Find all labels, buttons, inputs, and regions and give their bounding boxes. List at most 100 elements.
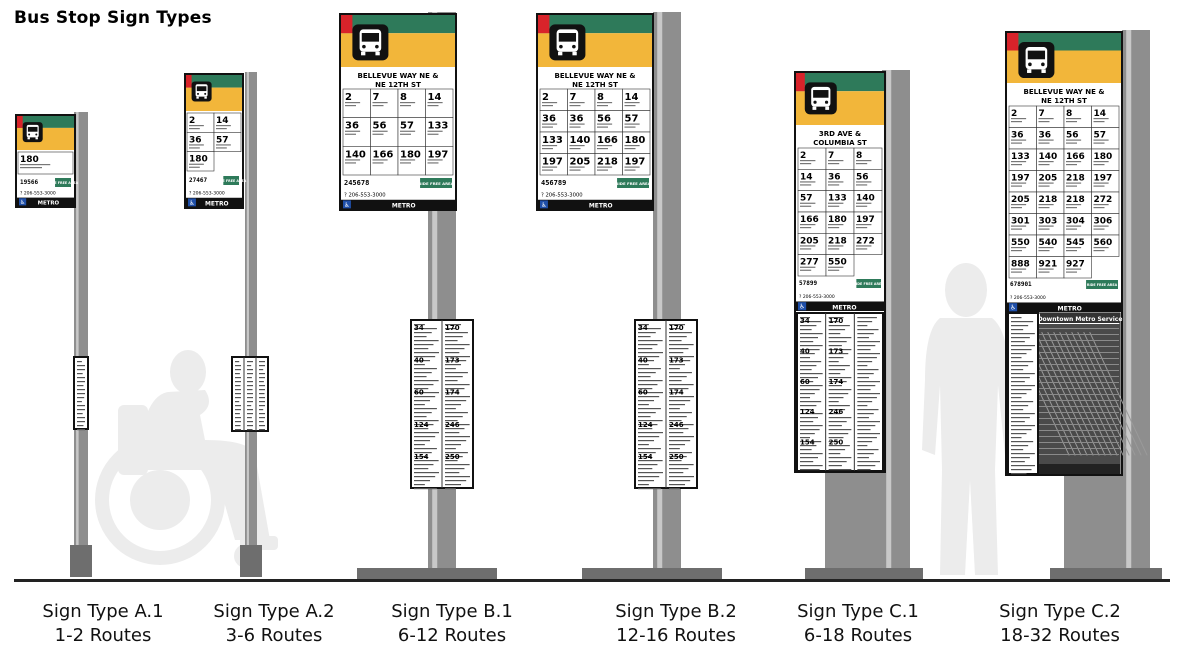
timetable-line [414, 416, 427, 418]
route-destination-line [427, 133, 439, 135]
timetable-line [669, 364, 686, 366]
route-number: 277 [800, 258, 819, 268]
route-number: 545 [1066, 238, 1085, 248]
timetable-line [828, 397, 844, 399]
timetable-line [638, 360, 655, 362]
free-area-text: RIDE FREE AREA [854, 282, 885, 286]
route-number: 218 [1066, 195, 1085, 205]
timetable-line [1011, 461, 1025, 463]
route-destination-line [856, 205, 868, 207]
timetable-line [1011, 325, 1029, 327]
ground-line [14, 579, 1170, 582]
route-destination-line [1038, 139, 1054, 141]
timetable-line [445, 332, 468, 334]
route-destination-line [828, 184, 840, 186]
timetable-line [414, 428, 429, 430]
timetable-panel [73, 356, 89, 431]
timetable-line [445, 348, 465, 350]
timetable-route-number: 174 [669, 389, 684, 397]
timetable-line [828, 381, 847, 383]
timetable-line [828, 449, 846, 451]
timetable-line [828, 429, 852, 431]
timetable-line [669, 436, 694, 438]
sign-stripe-red [796, 73, 805, 92]
timetable-line [1011, 329, 1024, 331]
timetable-divider [441, 320, 443, 488]
timetable-line [445, 412, 468, 414]
free-area-text: RIDE FREE AREA [615, 181, 650, 186]
caption-a1: Sign Type A.1 1-2 Routes [8, 600, 198, 648]
route-destination-line [1011, 164, 1022, 166]
route-destination-line [828, 205, 840, 207]
timetable-line [828, 453, 841, 455]
timetable-line [669, 372, 692, 374]
route-destination-line [1038, 182, 1054, 184]
caption-b2: Sign Type B.2 12-16 Routes [581, 600, 771, 648]
timetable-line [669, 388, 689, 390]
route-destination-line [542, 126, 553, 128]
stop-number: 678901 [1010, 281, 1032, 288]
timetable-line [800, 433, 815, 435]
timetable-line [414, 328, 437, 330]
timetable-line [445, 444, 462, 446]
caption-c1: Sign Type C.1 6-18 Routes [763, 600, 953, 648]
timetable-line [1011, 445, 1029, 447]
route-destination-line [828, 269, 840, 271]
timetable-line [445, 384, 470, 386]
timetable-line [247, 405, 252, 407]
route-cell [342, 146, 371, 176]
map-street [1039, 352, 1119, 353]
route-destination-line [1066, 185, 1077, 187]
timetable-line [414, 404, 425, 406]
route-destination-line [1011, 161, 1027, 163]
timetable-line [414, 332, 432, 334]
route-number: 205 [800, 236, 819, 246]
timetable-line [857, 433, 880, 435]
timetable-line [259, 393, 265, 395]
route-destination-line [569, 148, 581, 150]
timetable-line [828, 357, 844, 359]
route-destination-line [569, 126, 581, 128]
timetable-route-number: 170 [445, 324, 460, 332]
timetable-line [414, 484, 425, 486]
timetable-line [828, 385, 842, 387]
timetable-line [1011, 473, 1027, 475]
map-street [1039, 418, 1119, 419]
timetable-route-number: 154 [800, 439, 815, 447]
route-number: 140 [1039, 152, 1058, 162]
stop-number: 245678 [344, 179, 369, 187]
timetable-line [638, 468, 653, 470]
sign-base-plate [1050, 568, 1162, 580]
route-number: 36 [345, 121, 359, 132]
timetable-line [669, 400, 691, 402]
route-number: 197 [542, 157, 563, 168]
timetable-line [828, 417, 852, 419]
route-destination-line [542, 169, 553, 171]
route-number: 218 [597, 157, 618, 168]
stop-name: BELLEVUE WAY NE & [1024, 88, 1105, 96]
map-street [1039, 436, 1119, 437]
route-destination-line [624, 148, 636, 150]
timetable-line [235, 417, 241, 419]
map-street [1039, 382, 1119, 383]
route-number: 197 [1011, 174, 1030, 184]
route-destination-line [1093, 118, 1109, 120]
timetable-line [669, 328, 680, 330]
route-destination-line [1038, 268, 1054, 270]
timetable-line [669, 408, 680, 410]
timetable-line [638, 432, 663, 434]
timetable-line [638, 456, 651, 458]
help-line: ? 206-553-3000 [189, 190, 225, 196]
timetable-line [669, 368, 680, 370]
route-destination-line [1038, 118, 1054, 120]
metro-bar [796, 301, 884, 311]
stop-name: BELLEVUE WAY NE & [555, 72, 636, 80]
timetable-line [828, 401, 839, 403]
map-street [1039, 376, 1119, 377]
timetable-line [77, 397, 85, 399]
timetable-line [247, 425, 253, 427]
route-destination-line [800, 224, 816, 226]
timetable-line [77, 409, 85, 411]
route-destination-line [856, 163, 868, 165]
